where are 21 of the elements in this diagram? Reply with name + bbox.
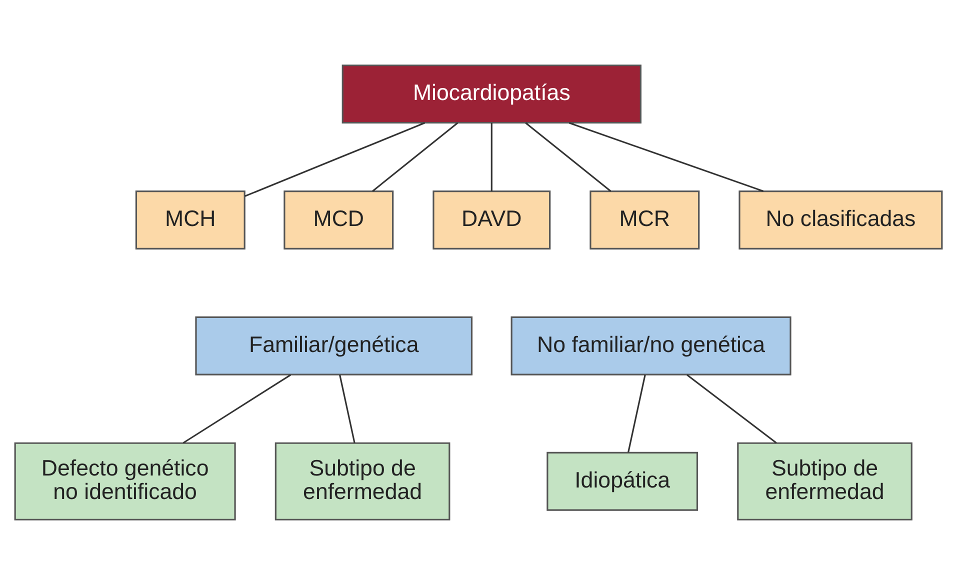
connector	[568, 122, 764, 192]
node-box: Defecto genético no identificado	[14, 442, 236, 520]
connector	[525, 122, 612, 192]
node-box: Familiar/genética	[195, 316, 473, 375]
node-box: Idiopática	[546, 451, 698, 510]
connector	[628, 374, 646, 452]
node-box: Subtipo de enfermedad	[737, 442, 912, 520]
node-box: DAVD	[432, 190, 551, 249]
connector	[244, 122, 426, 196]
node-box: No familiar/no genética	[510, 316, 792, 375]
node-box: Miocardiopatías	[342, 64, 642, 124]
node-box: No clasificadas	[738, 190, 943, 249]
connector	[182, 374, 292, 444]
node-box: Subtipo de enfermedad	[274, 442, 450, 520]
node-box: MCH	[135, 190, 246, 249]
connector	[490, 122, 492, 191]
node-box: MCD	[284, 190, 394, 249]
connector	[686, 374, 777, 443]
connector	[372, 122, 458, 192]
node-box: MCR	[590, 190, 700, 249]
connector	[339, 374, 356, 443]
